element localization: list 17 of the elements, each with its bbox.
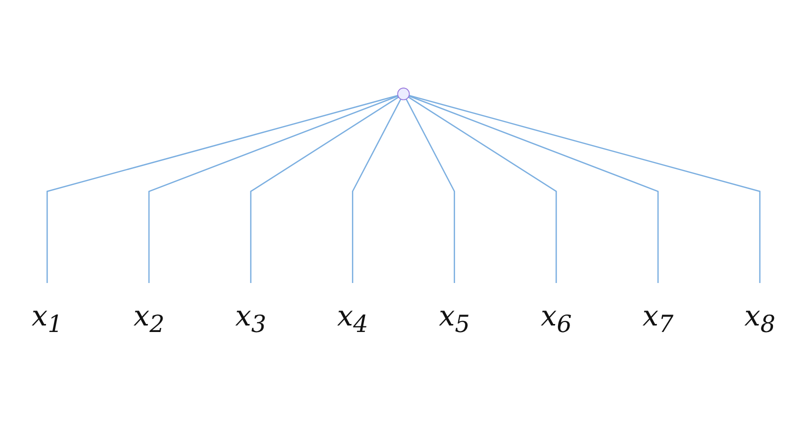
node-text: x$_{4}$ bbox=[337, 300, 368, 338]
connector bbox=[408, 94, 760, 284]
connector bbox=[408, 95, 659, 284]
node-text: x$_{8}$ bbox=[744, 300, 776, 338]
connector bbox=[148, 95, 398, 284]
node-text: x$_{3}$ bbox=[235, 300, 266, 338]
connector bbox=[46, 94, 398, 284]
node-text: x$_{1}$ bbox=[32, 300, 63, 338]
node-circle bbox=[397, 88, 410, 100]
connector bbox=[352, 98, 402, 284]
connector bbox=[408, 96, 557, 284]
node-text: x$_{5}$ bbox=[438, 300, 470, 338]
node-text: x$_{7}$ bbox=[642, 300, 674, 338]
connector bbox=[406, 98, 456, 284]
node-text: x$_{2}$ bbox=[133, 300, 164, 338]
node-text: x$_{6}$ bbox=[540, 300, 572, 338]
connector bbox=[250, 96, 399, 284]
